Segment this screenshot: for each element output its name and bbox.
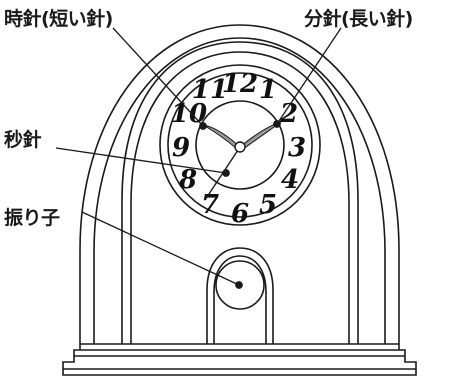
numeral: 12 — [222, 69, 258, 99]
numeral: 4 — [281, 165, 299, 195]
clock-case — [79, 24, 400, 344]
clock-base — [62, 343, 417, 376]
pendulum — [206, 247, 274, 344]
numeral: 5 — [259, 190, 277, 220]
minute-hand — [239, 121, 282, 151]
numeral: 6 — [231, 199, 249, 229]
clock-hands — [202, 121, 282, 201]
numeral: 9 — [172, 133, 190, 163]
numeral: 7 — [201, 190, 219, 220]
numeral: 11 — [192, 75, 228, 105]
center-cap — [234, 141, 246, 153]
numeral: 1 — [259, 75, 277, 105]
numeral: 8 — [178, 165, 197, 195]
minute-hand-label: 分針(長い針) — [304, 8, 413, 30]
hour-hand-label: 時針(短い針) — [4, 8, 113, 30]
numeral: 2 — [279, 99, 298, 129]
dial-numerals: 12 1 2 3 4 5 6 7 8 9 10 11 — [171, 69, 306, 229]
pendulum-label: 振り子 — [4, 207, 60, 229]
numeral: 3 — [288, 133, 306, 163]
leader-lines — [55, 27, 342, 289]
second-hand-label: 秒針 — [4, 129, 42, 151]
